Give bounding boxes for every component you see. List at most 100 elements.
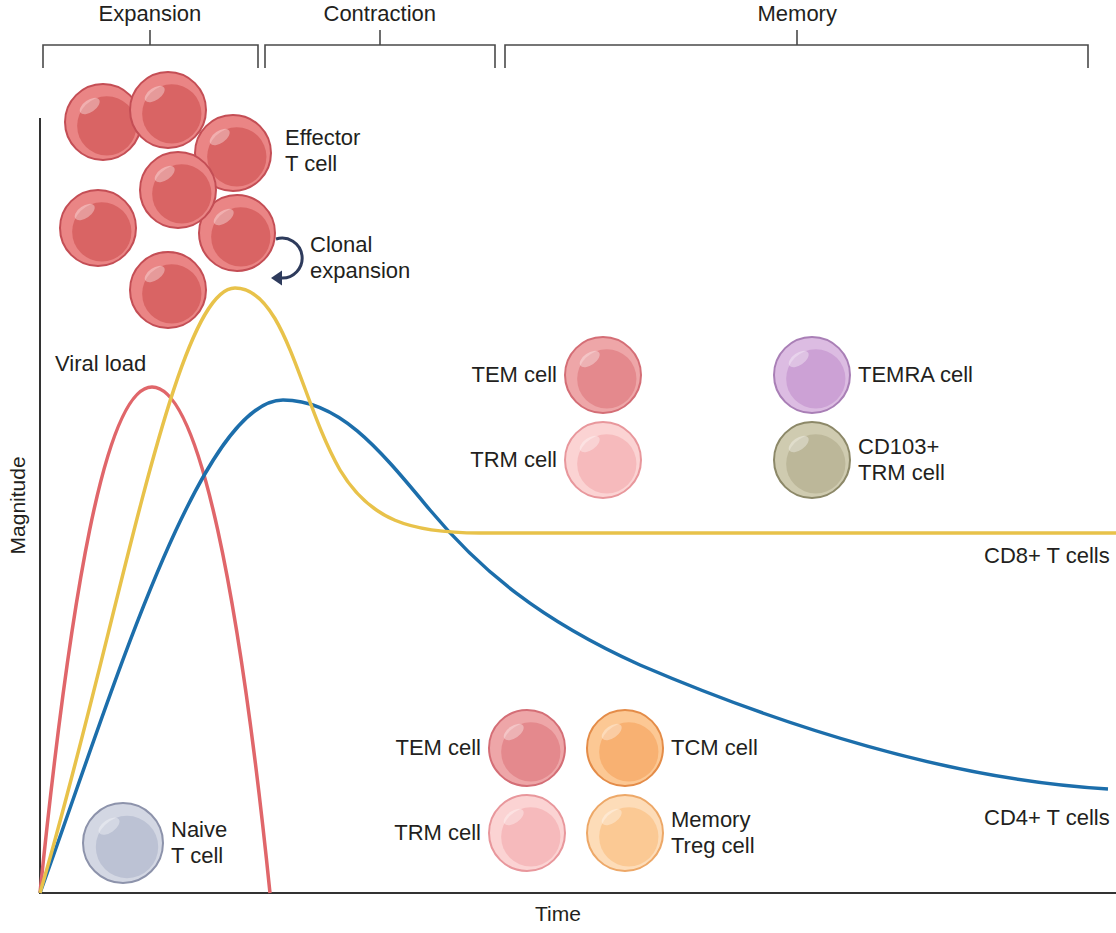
effector-cell [140,152,216,228]
curve-label: CD8+ T cells [984,543,1110,569]
cell-label-group: Effector T cell [285,125,373,177]
cell-highlight [207,126,233,149]
cell-body [774,422,850,498]
cell-highlight [577,433,603,456]
cell-body [587,710,663,786]
axis-label: Time [535,902,581,927]
cell-highlight [599,806,625,829]
cell-body [140,152,216,228]
cell-node: TRM cell [394,793,567,873]
axis-label: Magnitude [6,456,31,554]
cell-node: Memory Treg cell [585,793,765,873]
cell-body [65,84,141,160]
curve-label: CD4+ T cells [984,805,1110,831]
cell-body [83,803,163,883]
cell-icon [487,708,567,788]
cell [489,710,565,786]
cell-body [60,190,136,266]
cell-body [489,710,565,786]
cell-label-group: CD103+ TRM cell [858,434,952,486]
cell-icon [585,708,665,788]
cell [587,710,663,786]
cell-body [489,795,565,871]
cell-node: TCM cell [585,708,758,788]
effector-cell [130,252,206,328]
cell [565,422,641,498]
cell-body [774,337,850,413]
phase-brackets [43,30,1088,68]
cell-highlight [211,206,237,229]
cell-label: TRM cell [470,447,557,473]
phase-label: Expansion [99,1,202,27]
cell-highlight [72,201,98,224]
cell-label-group: Memory Treg cell [671,807,765,859]
phase-label: Contraction [324,1,437,27]
bracket [265,30,495,68]
cell-node: TEM cell [471,335,643,415]
cell-icon [585,793,665,873]
cell-body [130,252,206,328]
cell [565,337,641,413]
cell-highlight [152,163,178,186]
cell-label-group: TRM cell [394,820,481,846]
cell-node: TRM cell [470,420,643,500]
viral-load-curve [40,387,270,893]
cell-highlight [142,263,168,286]
cell-highlight [142,83,168,106]
process-label: Clonal expansion [310,232,414,284]
cell-label-group: Naive T cell [171,817,243,869]
cell [774,337,850,413]
cell-body [130,72,206,148]
cell [587,795,663,871]
cell-highlight [95,814,122,838]
cell-icon [772,335,852,415]
clonal-expansion-arrow [271,238,302,285]
bracket [505,30,1088,68]
effector-cell [130,72,206,148]
cell-label: TEM cell [395,735,481,761]
cd4-curve [40,400,1108,893]
cell-label: TEMRA cell [858,362,973,388]
cell-body [565,422,641,498]
axes [40,118,1116,893]
cell-node: TEMRA cell [772,335,973,415]
cell-body [565,337,641,413]
cd8-curve [40,288,1116,893]
cell-icon [563,335,643,415]
cell-label: CD103+ TRM cell [858,434,952,486]
effector-cell-cluster [45,70,285,335]
cell-highlight [501,721,527,744]
cell-highlight [501,806,527,829]
cell-label: Effector T cell [285,125,373,177]
effector-cell [65,84,141,160]
bracket [43,30,258,68]
cell-node: TEM cell [395,708,567,788]
cell-highlight [577,348,603,371]
cell [489,795,565,871]
effector-cell [60,190,136,266]
cell-highlight [599,721,625,744]
cell-label-group: TRM cell [470,447,557,473]
cell-highlight [77,95,103,118]
cell-node: Effector T cell [45,70,373,335]
cell-label-group: TEM cell [395,735,481,761]
cell-label: Memory Treg cell [671,807,765,859]
phase-label: Memory [758,1,837,27]
cell-label: Naive T cell [171,817,243,869]
cell-icon [487,793,567,873]
cell-label-group: TEMRA cell [858,362,973,388]
cell-label-group: TEM cell [471,362,557,388]
cell-highlight [786,348,812,371]
cell [83,803,163,883]
cell-label-group: TCM cell [671,735,758,761]
cell-label: TRM cell [394,820,481,846]
cell-label: TEM cell [471,362,557,388]
cell-node: CD103+ TRM cell [772,420,952,500]
cell-body [587,795,663,871]
cell-label: TCM cell [671,735,758,761]
cell-node: Naive T cell [81,801,243,885]
cell [774,422,850,498]
cell-icon [772,420,852,500]
cell-icon [81,801,165,885]
cell-icon [563,420,643,500]
